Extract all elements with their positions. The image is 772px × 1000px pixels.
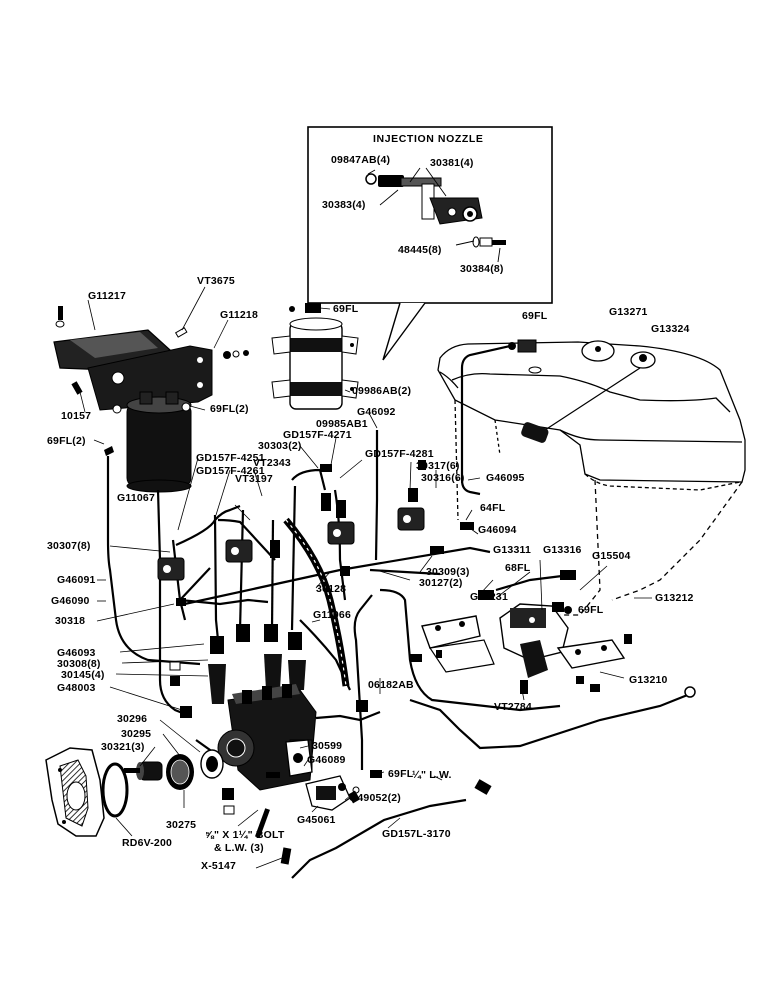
- part-label-69fl-tank: 69FL: [522, 310, 548, 322]
- part-label-g11066: G11066: [313, 609, 351, 621]
- part-label-30381-4: 30381(4): [430, 157, 474, 169]
- bracket-g11231: [421, 615, 495, 673]
- part-label-69fl-bottom: 69FL: [388, 768, 414, 780]
- fuel-gauge-sender-g13324: [521, 351, 656, 443]
- part-label-g13324: G13324: [651, 323, 690, 335]
- injection-nozzle-inset: [307, 126, 553, 361]
- part-label-g46092: G46092: [357, 406, 396, 418]
- part-label-48445-8: 48445(8): [398, 244, 442, 256]
- part-label-x-5147: X-5147: [201, 860, 237, 872]
- part-label-bolt-lw: & L.W. (3): [214, 842, 264, 854]
- part-label-06182ab: 06182AB: [368, 679, 414, 691]
- part-label-g45061: G45061: [297, 814, 336, 826]
- inset-title: INJECTION NOZZLE: [373, 133, 484, 145]
- part-label-gd157f-4271: GD157F-4271: [283, 429, 352, 441]
- part-label-vt3197: VT3197: [235, 473, 273, 485]
- part-label-vt2343: VT2343: [253, 457, 291, 469]
- part-label-gd157l-3170: GD157L-3170: [382, 828, 451, 840]
- gasket-rd6v-200: [101, 762, 129, 818]
- pump-line-fittings: [169, 624, 306, 718]
- part-label-g13271: G13271: [609, 306, 648, 318]
- part-label-g11067: G11067: [117, 492, 155, 504]
- fuel-tank-g13212: [437, 341, 746, 616]
- part-label-69fl-right: 69FL: [578, 604, 604, 616]
- part-label-g11231: G11231: [470, 591, 508, 603]
- part-label-g49052-2: G49052(2): [349, 792, 401, 804]
- part-label-g13311: G13311: [493, 544, 531, 556]
- part-label-30321-3: 30321(3): [101, 741, 145, 753]
- part-label-30275: 30275: [166, 819, 197, 831]
- part-label-bolt: ⅝" X 1¼" BOLT: [205, 829, 285, 841]
- part-label-30145-4: 30145(4): [61, 669, 105, 681]
- filter-bracket-assembly: [53, 306, 249, 411]
- leader-lines: [79, 286, 652, 869]
- part-label-30599: 30599: [312, 740, 343, 752]
- part-label-g13212: G13212: [655, 592, 694, 604]
- part-label-gd157f-4261: GD157F-4261: [196, 465, 265, 477]
- part-label-30316-6: 30316(6): [421, 472, 465, 484]
- part-label-lock-washer: ¼" L.W.: [412, 769, 452, 781]
- part-label-69fl-2b: 69FL(2): [47, 435, 86, 447]
- part-label-g11217: G11217: [88, 290, 126, 302]
- part-label-68fl: 68FL: [505, 562, 531, 574]
- part-label-69fl-top: 69FL: [333, 303, 359, 315]
- bracket-g13210: [556, 639, 626, 692]
- part-label-30127-2: 30127(2): [419, 577, 463, 589]
- part-label-30309-3: 30309(3): [426, 566, 470, 578]
- part-label-10157: 10157: [61, 410, 92, 422]
- part-label-vt3675: VT3675: [197, 275, 235, 287]
- part-label-30308-8: 30308(8): [57, 658, 101, 670]
- part-label-09847ab4: 09847AB(4): [331, 154, 391, 166]
- part-label-g46093: G46093: [57, 647, 96, 659]
- fuel-lines: [106, 344, 691, 879]
- tank-cap-g13271: [528, 340, 615, 374]
- part-label-30296: 30296: [117, 713, 148, 725]
- drive-gear-assembly: [117, 749, 224, 790]
- part-label-30295: 30295: [121, 728, 152, 740]
- part-label-gd157f-4251: GD157F-4251: [196, 452, 265, 464]
- pump-adapter: [222, 739, 360, 865]
- fuel-filter-secondary: [271, 303, 359, 410]
- part-label-30318: 30318: [55, 615, 86, 627]
- part-label-30317-6: 30317(6): [416, 460, 460, 472]
- fuel-filter-g11067: [104, 391, 192, 493]
- part-label-g13210: G13210: [629, 674, 668, 686]
- injection-nozzle: [365, 173, 506, 248]
- part-label-g46091: G46091: [57, 574, 96, 586]
- part-label-g46094: G46094: [478, 524, 517, 536]
- part-label-09985ab1: 09985AB1: [316, 418, 368, 430]
- transfer-pump: [499, 602, 569, 678]
- part-label-30383-4: 30383(4): [322, 199, 366, 211]
- part-label-vt2784: VT2784: [494, 701, 532, 713]
- gear-housing: [45, 747, 105, 837]
- part-label-30307-8: 30307(8): [47, 540, 91, 552]
- part-label-g13316: G13316: [543, 544, 582, 556]
- part-label-g15504: G15504: [592, 550, 631, 562]
- part-label-09986ab2: 09986AB(2): [352, 385, 412, 397]
- part-label-g11218: G11218: [220, 309, 258, 321]
- part-label-30128: 30128: [316, 583, 347, 595]
- part-label-g46090: G46090: [51, 595, 90, 607]
- part-label-rd6v-200: RD6V-200: [122, 837, 173, 849]
- part-label-30384-8: 30384(8): [460, 263, 504, 275]
- part-label-69fl-2a: 69FL(2): [210, 403, 249, 415]
- part-label-30303-2: 30303(2): [258, 440, 302, 452]
- right-fittings: [356, 570, 696, 795]
- part-label-g46089: G46089: [307, 754, 346, 766]
- part-label-g48003: G48003: [57, 682, 96, 694]
- part-label-64fl: 64FL: [480, 502, 506, 514]
- part-label-gd157f-4281: GD157F-4281: [365, 448, 434, 460]
- part-label-g46095: G46095: [486, 472, 525, 484]
- tank-fitting-69fl: [508, 339, 537, 353]
